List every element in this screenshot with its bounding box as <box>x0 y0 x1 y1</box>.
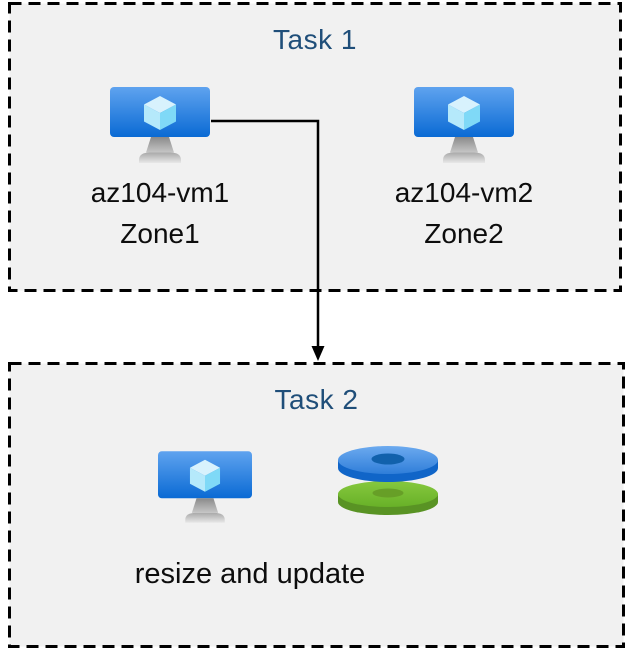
azure-vm-icon <box>110 87 210 163</box>
vm2-zone: Zone2 <box>424 218 504 249</box>
task2-caption: resize and update <box>134 558 366 590</box>
task1-box <box>8 2 622 292</box>
connector-line <box>211 119 320 348</box>
vm1-label: az104-vm1 Zone1 <box>60 172 260 254</box>
task1-title: Task 1 <box>273 24 357 55</box>
azure-disks-icon <box>338 446 438 515</box>
azure-vm-icon <box>158 451 252 523</box>
task2-title: Task 2 <box>274 384 359 415</box>
arrowhead-icon <box>311 346 325 361</box>
vm1-zone: Zone1 <box>120 218 200 249</box>
vm1-name: az104-vm1 <box>90 177 230 208</box>
azure-vm-icon <box>414 87 514 163</box>
vm2-label: az104-vm2 Zone2 <box>364 172 564 254</box>
task2-box <box>8 362 625 648</box>
connector-arrow <box>211 119 325 361</box>
vm2-name: az104-vm2 <box>394 177 534 208</box>
